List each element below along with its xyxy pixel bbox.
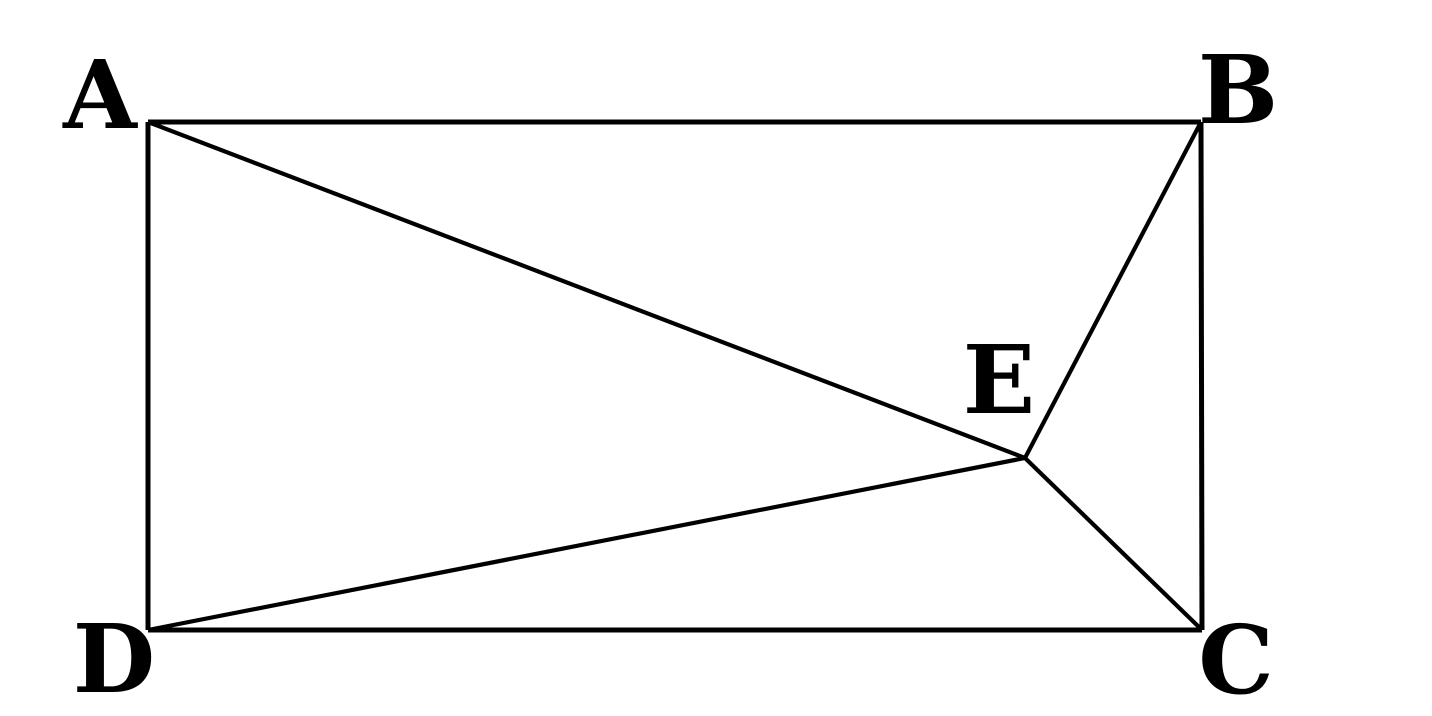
vertex-label-D: D — [73, 604, 155, 715]
vertex-label-C: C — [1198, 605, 1274, 716]
segment-DE — [147, 455, 1026, 633]
vertex-labels-group: A B C D E — [62, 35, 1278, 716]
segments-group — [145, 119, 1205, 633]
segment-BE — [1023, 121, 1203, 459]
vertex-label-E: E — [963, 325, 1035, 436]
segment-CE — [1023, 456, 1204, 632]
vertex-label-B: B — [1198, 35, 1278, 146]
segment-AE — [147, 120, 1026, 460]
segment-BC — [1198, 121, 1205, 631]
vertex-label-A: A — [62, 40, 138, 151]
